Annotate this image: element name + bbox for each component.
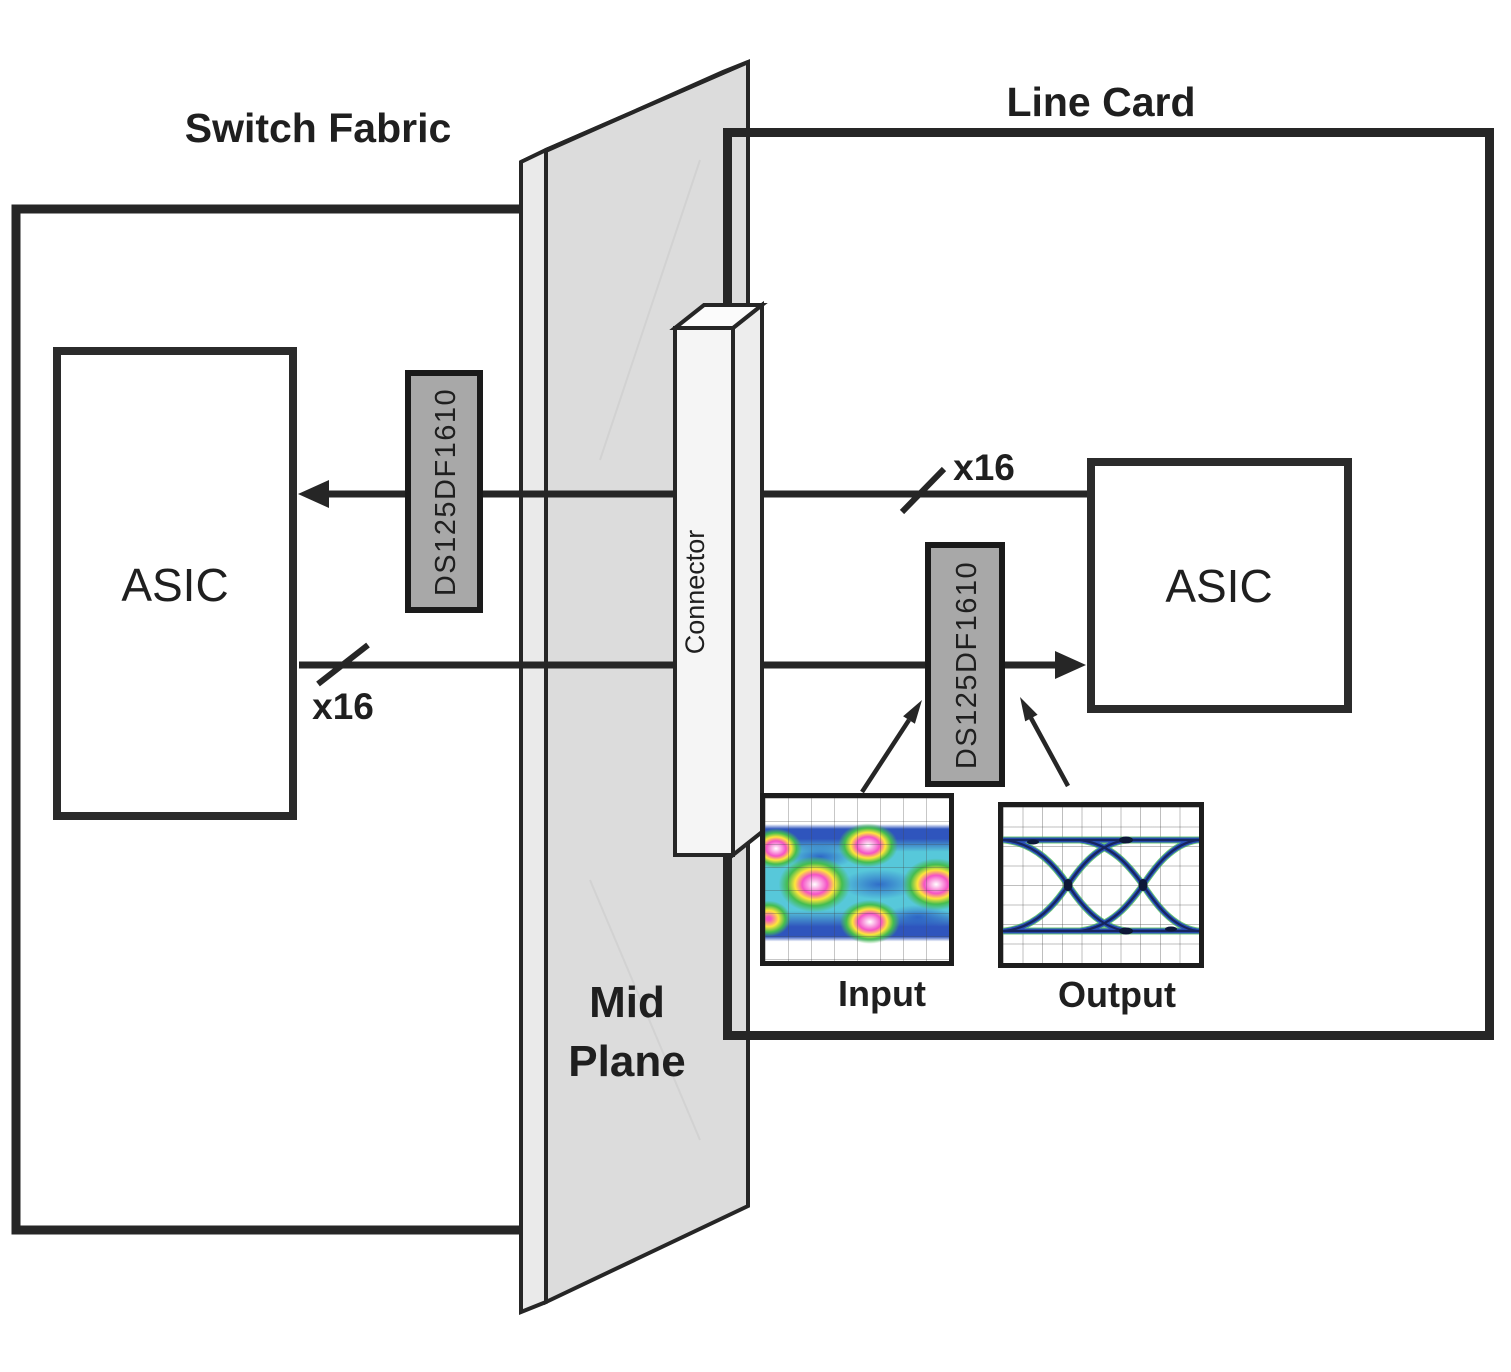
connector-side-face (731, 300, 764, 860)
midplane-front-edge (519, 146, 548, 1315)
input-eye-arrow (860, 718, 911, 794)
output-eye-traces (1003, 836, 1199, 935)
midplane-sheen-line (589, 879, 701, 1141)
linecard-asic-box (1087, 458, 1352, 713)
bus-width-label-switch: x16 (312, 686, 374, 727)
input-eye-arrowhead (903, 700, 922, 724)
connector-label: Connector (680, 530, 710, 655)
output-eye-label: Output (1058, 974, 1176, 1015)
connector-box: Connector (669, 300, 768, 860)
switch-retimer-body (405, 370, 483, 613)
switch-fabric-title: Switch Fabric (185, 105, 452, 151)
switch-asic-box (53, 347, 297, 820)
midplane-panel (519, 58, 750, 1315)
arrowhead-into-linecard-asic (1055, 651, 1086, 679)
line-card-title: Line Card (1006, 79, 1195, 125)
output-eye-arrowhead (1020, 697, 1038, 722)
midplane-label-line1: Mid (589, 978, 665, 1027)
connector-front-face (673, 326, 735, 857)
linecard-retimer-chip: DS125DF1610 (925, 542, 1005, 787)
arrowhead-into-switch-asic (298, 480, 329, 508)
switch-retimer-label: DS125DF1610 (430, 388, 462, 596)
eye-diagram-input (760, 793, 954, 966)
eye-crossing-knots (1027, 836, 1177, 935)
midplane-label-line2: Plane (568, 1037, 685, 1086)
linecard-retimer-body (925, 542, 1005, 787)
midplane-sheen-line (599, 159, 701, 461)
switch-retimer-chip: DS125DF1610 (405, 370, 483, 613)
eye-diagram-output (998, 802, 1204, 968)
linecard-asic-label: ASIC (1165, 560, 1272, 612)
switch-asic-label: ASIC (121, 559, 228, 611)
eye-annotation-arrows (860, 697, 1070, 794)
linecard-retimer-label: DS125DF1610 (951, 561, 983, 769)
output-eye-arrow (1029, 716, 1070, 788)
bus-width-slash-switch (316, 642, 370, 687)
bus-width-slash-linecard (899, 466, 947, 515)
bus-width-label-linecard: x16 (953, 447, 1015, 488)
input-eye-label: Input (838, 973, 926, 1014)
